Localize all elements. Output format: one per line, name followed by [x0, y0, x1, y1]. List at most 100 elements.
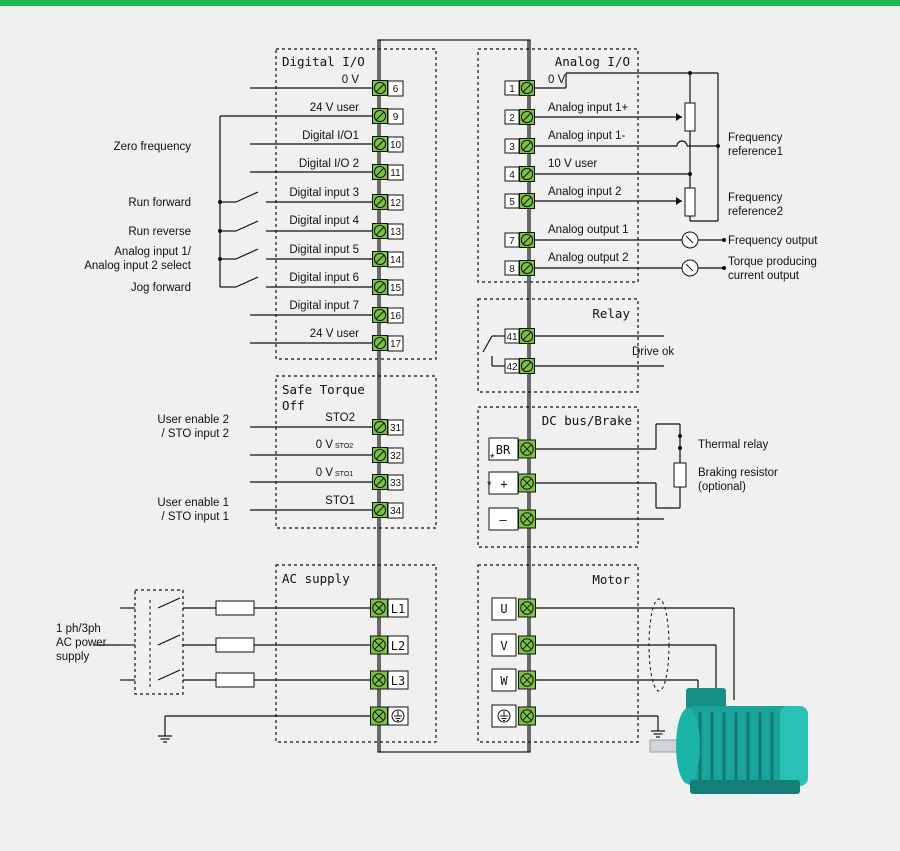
terminal-label: 24 V user — [310, 328, 359, 340]
screw-terminal-icon — [372, 194, 388, 210]
pin-number: 7 — [509, 236, 515, 247]
switch-icon — [134, 589, 184, 695]
analog-label: 10 V user — [548, 158, 597, 170]
sto-label: 0 V — [316, 467, 334, 479]
brand-top-bar — [0, 0, 900, 6]
digital-io-box — [275, 48, 437, 360]
sto-subscript: STO2 — [335, 443, 353, 450]
dc-terminal-label: BR — [496, 443, 511, 457]
dc-terminal-label: – — [499, 513, 507, 527]
analog-label: Analog input 2 — [548, 186, 622, 198]
fuse-icon — [215, 600, 255, 616]
drive-outline — [377, 39, 531, 753]
ac-supply-box — [275, 564, 437, 743]
screw-terminal-icon — [370, 706, 388, 726]
screw-terminal-icon — [372, 223, 388, 239]
analog-right-label: current output — [728, 270, 800, 282]
pin-number: 2 — [509, 113, 515, 124]
analog-label: Analog output 2 — [548, 252, 629, 264]
pin-number: 13 — [390, 227, 402, 238]
terminal-label: Digital input 7 — [289, 300, 359, 312]
analog-right-label: Torque producing — [728, 256, 817, 268]
screw-terminal-icon — [372, 251, 388, 267]
pin-number: 31 — [390, 423, 402, 434]
terminal-label: Digital input 6 — [289, 272, 359, 284]
thermal-relay-label: Thermal relay — [698, 439, 769, 451]
dc-bus-brake-box — [477, 406, 639, 548]
function-label: Run forward — [128, 197, 191, 209]
terminal-label: L1 — [391, 602, 405, 616]
screw-terminal-icon — [370, 598, 388, 618]
screw-terminal-icon — [372, 164, 388, 180]
screw-terminal-icon — [519, 138, 535, 154]
function-label: Analog input 1/ — [114, 246, 192, 258]
screw-terminal-icon — [518, 706, 536, 726]
asterisk: * — [490, 453, 495, 465]
screw-terminal-icon — [370, 670, 388, 690]
terminal-label: Digital I/O1 — [302, 130, 359, 142]
screw-terminal-icon — [519, 328, 535, 344]
terminal-label: Digital input 5 — [289, 244, 359, 256]
screw-terminal-icon — [519, 260, 535, 276]
screw-terminal-icon — [372, 307, 388, 323]
safe-torque-title-2: Off — [282, 398, 305, 413]
pin-number: 14 — [390, 255, 402, 266]
screw-terminal-icon — [518, 439, 536, 459]
ac-supply-title: AC supply — [282, 571, 350, 586]
pin-number: 5 — [509, 197, 515, 208]
earth-ground-icon — [650, 724, 666, 738]
screw-terminal-icon — [372, 108, 388, 124]
safe-torque-title: Safe Torque — [282, 382, 365, 397]
screw-terminal-icon — [372, 502, 388, 518]
screw-terminal-icon — [518, 509, 536, 529]
screw-terminal-icon — [519, 80, 535, 96]
pin-number: 12 — [390, 198, 402, 209]
cable-shield-icon — [648, 598, 670, 692]
terminal-label: L2 — [391, 639, 405, 653]
earth-ground-icon — [157, 729, 173, 743]
sto-label: 0 V — [316, 439, 334, 451]
digital-terminals — [372, 80, 404, 352]
motor-icon — [649, 688, 808, 794]
screw-terminal-icon — [370, 635, 388, 655]
screw-terminal-icon — [372, 419, 388, 435]
screw-terminal-icon — [519, 109, 535, 125]
meter-icon — [681, 259, 699, 277]
fuse-icon — [215, 637, 255, 653]
pin-number: 15 — [390, 283, 402, 294]
analog-right-label: reference1 — [728, 146, 783, 158]
analog-right-label: Frequency — [728, 132, 783, 144]
sto-subscript: STO1 — [335, 471, 353, 478]
screw-terminal-icon — [519, 232, 535, 248]
screw-terminal-icon — [519, 166, 535, 182]
screw-terminal-icon — [372, 136, 388, 152]
ac-supply-label: supply — [56, 651, 89, 663]
pin-number: 8 — [509, 264, 515, 275]
ac-supply-label: AC power — [56, 637, 107, 649]
analog-label: Analog input 1- — [548, 130, 626, 142]
analog-right-label: reference2 — [728, 206, 783, 218]
pin-number: 41 — [506, 332, 518, 343]
analog-label: 0 V — [548, 74, 566, 86]
digital-io-title: Digital I/O — [282, 54, 365, 69]
user-enable-label: User enable 2 — [157, 414, 229, 426]
terminal-label: 24 V user — [310, 102, 359, 114]
motor-title: Motor — [592, 572, 630, 587]
analog-io-title: Analog I/O — [555, 54, 630, 69]
braking-resistor-label: Braking resistor — [698, 467, 778, 479]
terminal-label: Digital input 4 — [289, 215, 359, 227]
motor-terminal-label: U — [500, 602, 507, 616]
safe-torque-off-box — [275, 375, 437, 529]
relay-contact-icon — [482, 335, 664, 367]
pin-number: 6 — [393, 84, 399, 95]
relay-box — [477, 298, 639, 393]
screw-terminal-icon — [519, 358, 535, 374]
protective-earth-icon — [497, 709, 511, 723]
motor-terminal-label: W — [500, 674, 508, 688]
screw-terminal-icon — [372, 474, 388, 490]
relay-title: Relay — [592, 306, 630, 321]
drive-ok-label: Drive ok — [632, 346, 674, 358]
function-label: Analog input 2 select — [84, 260, 192, 272]
pin-number: 10 — [390, 140, 402, 151]
